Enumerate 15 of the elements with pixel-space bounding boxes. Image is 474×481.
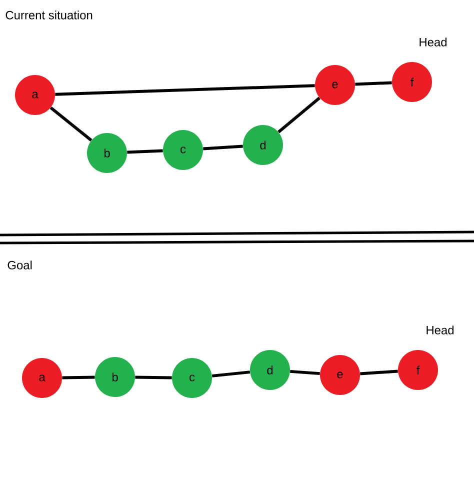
connector-line <box>203 144 243 150</box>
connector-line <box>360 370 398 376</box>
connector-line <box>278 96 320 134</box>
text-label: Head <box>426 326 454 334</box>
connector-line <box>355 81 392 86</box>
connector-line <box>50 106 92 142</box>
text-label: Goal <box>8 260 32 270</box>
connector-line <box>290 370 320 376</box>
connector-line <box>55 84 315 96</box>
connector-line <box>127 149 163 154</box>
text-label: Current situation <box>6 10 92 20</box>
text-label: Head <box>420 38 446 46</box>
connector-line <box>212 370 250 378</box>
connector-line <box>135 376 172 380</box>
connector-line <box>62 376 95 380</box>
